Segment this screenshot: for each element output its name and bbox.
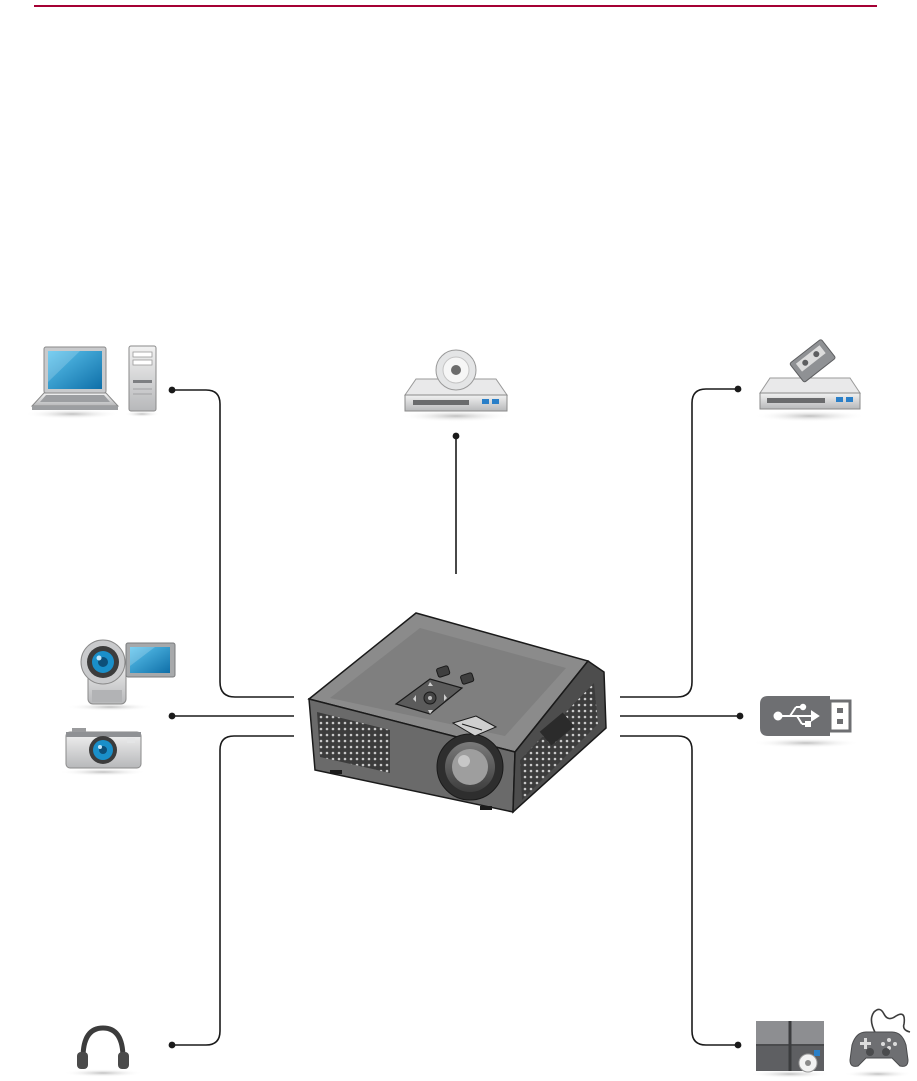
camcorder-icon: [66, 640, 175, 711]
line-pc: [172, 390, 294, 697]
line-console: [620, 736, 738, 1045]
vcr-icon: [754, 339, 866, 422]
gamepad-icon: [844, 1009, 912, 1078]
projector-icon: [309, 613, 606, 812]
dvd-player-icon: [400, 350, 512, 422]
digital-camera-icon: [59, 728, 147, 776]
headphones-icon: [63, 1028, 143, 1077]
line-headphones: [172, 736, 294, 1045]
laptop-icon: [24, 347, 120, 419]
line-vcr: [620, 389, 738, 697]
game-console-icon: [750, 1021, 830, 1078]
usb-drive-icon: [752, 696, 860, 748]
desktop-tower-icon: [124, 346, 160, 417]
